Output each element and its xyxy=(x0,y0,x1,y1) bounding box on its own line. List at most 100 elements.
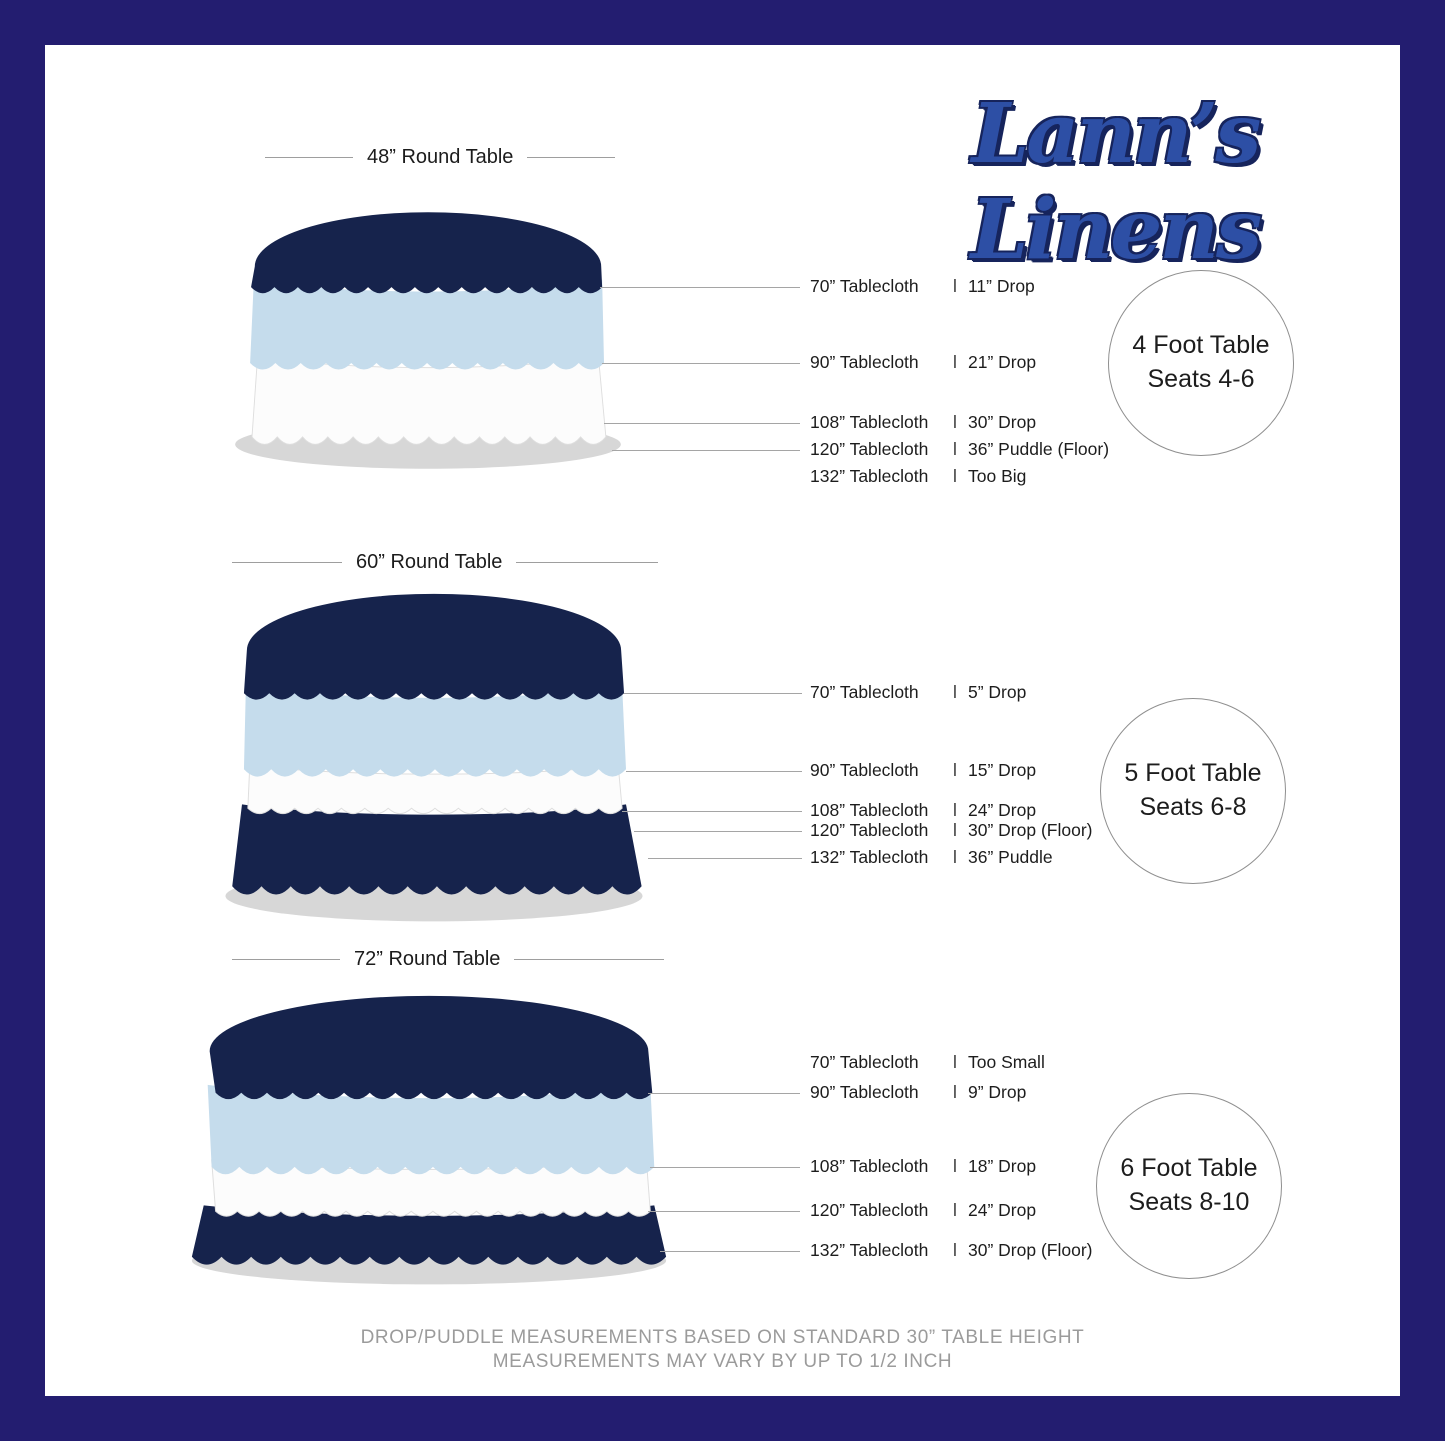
tablecloth-size: 108” Tablecloth xyxy=(810,412,929,432)
brand-logo: Lann’s Linens xyxy=(970,86,1262,278)
seats-circle-6ft: 6 Foot Table Seats 8-10 xyxy=(1096,1093,1282,1279)
white-cloth-layer xyxy=(211,1159,651,1217)
tablecloth-size: 90” Tablecloth xyxy=(810,352,919,372)
measurement-row: 70” Tablecloth l Too Small xyxy=(810,1052,1045,1074)
section-title-48: 48” Round Table xyxy=(265,146,616,169)
callout-line xyxy=(604,423,800,424)
measurement-row: 132” Tablecloth l Too Big xyxy=(810,466,1026,488)
title-rule-left xyxy=(232,959,340,960)
tablecloth-size: 120” Tablecloth xyxy=(810,439,929,459)
tablecloth-size: 132” Tablecloth xyxy=(810,466,929,486)
divider: l xyxy=(953,466,957,486)
drop-value: 24” Drop xyxy=(968,800,1037,820)
tablecloth-size: 70” Tablecloth xyxy=(810,276,919,296)
drop-value: 5” Drop xyxy=(968,682,1027,702)
measurement-row: 90” Tablecloth l 15” Drop xyxy=(810,760,1036,782)
title-rule-left xyxy=(265,157,353,158)
divider: l xyxy=(953,1156,957,1176)
seats-line2: Seats 6-8 xyxy=(1139,793,1247,821)
drop-value: Too Big xyxy=(968,466,1027,486)
callout-line xyxy=(648,858,802,859)
white-cloth-layer xyxy=(251,355,607,445)
tablecloth-size: 132” Tablecloth xyxy=(810,847,929,867)
navy-top-cloth-layer xyxy=(209,995,653,1100)
table-illustration-48 xyxy=(235,212,621,469)
tablecloth-size: 132” Tablecloth xyxy=(810,1240,929,1260)
footer-line1: DROP/PUDDLE MEASUREMENTS BASED ON STANDA… xyxy=(360,1327,1085,1348)
callout-line xyxy=(648,1211,800,1212)
light-blue-cloth-layer xyxy=(243,685,627,777)
navy-bottom-cloth-layer xyxy=(191,1205,667,1265)
divider: l xyxy=(953,682,957,702)
divider: l xyxy=(953,439,957,459)
divider: l xyxy=(953,1052,957,1072)
footer-line2: MEASUREMENTS MAY VARY BY UP TO 1/2 INCH xyxy=(492,1350,953,1372)
section-title-72: 72” Round Table xyxy=(232,948,665,971)
tablecloth-size: 108” Tablecloth xyxy=(810,800,929,820)
footer-note: DROP/PUDDLE MEASUREMENTS BASED ON STANDA… xyxy=(0,1326,1445,1374)
measurement-row: 90” Tablecloth l 9” Drop xyxy=(810,1082,1026,1104)
measurement-row: 108” Tablecloth l 18” Drop xyxy=(810,1156,1036,1178)
divider: l xyxy=(953,820,957,840)
drop-value: 36” Puddle xyxy=(968,847,1053,867)
tablecloth-size: 120” Tablecloth xyxy=(810,1200,929,1220)
divider: l xyxy=(953,1200,957,1220)
seats-line2: Seats 8-10 xyxy=(1128,1188,1250,1216)
tablecloth-size: 90” Tablecloth xyxy=(810,1082,919,1102)
callout-line xyxy=(600,287,800,288)
divider: l xyxy=(953,800,957,820)
title-rule-right xyxy=(527,157,616,158)
light-blue-cloth-layer xyxy=(250,279,605,370)
measurement-row: 132” Tablecloth l 30” Drop (Floor) xyxy=(810,1240,1092,1262)
callout-line xyxy=(612,450,800,451)
drop-value: 30” Drop xyxy=(968,412,1037,432)
drop-value: 18” Drop xyxy=(968,1156,1037,1176)
divider: l xyxy=(953,1240,957,1260)
divider: l xyxy=(953,276,957,296)
light-blue-cloth-layer xyxy=(207,1084,655,1175)
measurement-row: 70” Tablecloth l 5” Drop xyxy=(810,682,1026,704)
tablecloth-size: 90” Tablecloth xyxy=(810,760,919,780)
section-title-text: 48” Round Table xyxy=(367,146,514,168)
drop-value: 21” Drop xyxy=(968,352,1037,372)
divider: l xyxy=(953,1082,957,1102)
callout-line xyxy=(602,363,800,364)
drop-value: 9” Drop xyxy=(968,1082,1027,1102)
divider: l xyxy=(953,352,957,372)
measurement-row: 90” Tablecloth l 21” Drop xyxy=(810,352,1036,374)
measurement-row: 108” Tablecloth l 24” Drop xyxy=(810,800,1036,822)
callout-line xyxy=(648,1093,800,1094)
section-title-60: 60” Round Table xyxy=(232,551,659,574)
drop-value: 30” Drop (Floor) xyxy=(968,1240,1093,1260)
callout-line xyxy=(634,831,802,832)
measurement-row: 120” Tablecloth l 24” Drop xyxy=(810,1200,1036,1222)
divider: l xyxy=(953,412,957,432)
white-cloth-layer xyxy=(247,764,623,815)
measurement-row: 108” Tablecloth l 30” Drop xyxy=(810,412,1036,434)
seats-line1: 4 Foot Table xyxy=(1132,331,1270,360)
navy-bottom-cloth-layer xyxy=(232,804,642,895)
navy-top-cloth-layer xyxy=(243,593,625,700)
divider: l xyxy=(953,847,957,867)
seats-line1: 6 Foot Table xyxy=(1120,1154,1258,1183)
callout-line xyxy=(626,771,802,772)
table-illustration-60 xyxy=(225,593,643,922)
callout-line xyxy=(660,1251,800,1252)
divider: l xyxy=(953,760,957,780)
callout-line xyxy=(650,1167,800,1168)
tablecloth-size: 108” Tablecloth xyxy=(810,1156,929,1176)
measurement-row: 120” Tablecloth l 30” Drop (Floor) xyxy=(810,820,1092,842)
drop-value: 36” Puddle (Floor) xyxy=(968,439,1110,459)
seats-circle-5ft: 5 Foot Table Seats 6-8 xyxy=(1100,698,1286,884)
measurement-row: 70” Tablecloth l 11” Drop xyxy=(810,276,1035,298)
tablecloth-size: 70” Tablecloth xyxy=(810,1052,919,1072)
seats-line2: Seats 4-6 xyxy=(1147,365,1255,393)
title-rule-right xyxy=(516,562,659,563)
tablecloth-size: 70” Tablecloth xyxy=(810,682,919,702)
callout-line xyxy=(622,811,802,812)
drop-value: 30” Drop (Floor) xyxy=(968,820,1093,840)
title-rule-right xyxy=(514,959,665,960)
title-rule-left xyxy=(232,562,342,563)
tablecloth-size: 120” Tablecloth xyxy=(810,820,929,840)
section-title-text: 72” Round Table xyxy=(354,948,501,970)
